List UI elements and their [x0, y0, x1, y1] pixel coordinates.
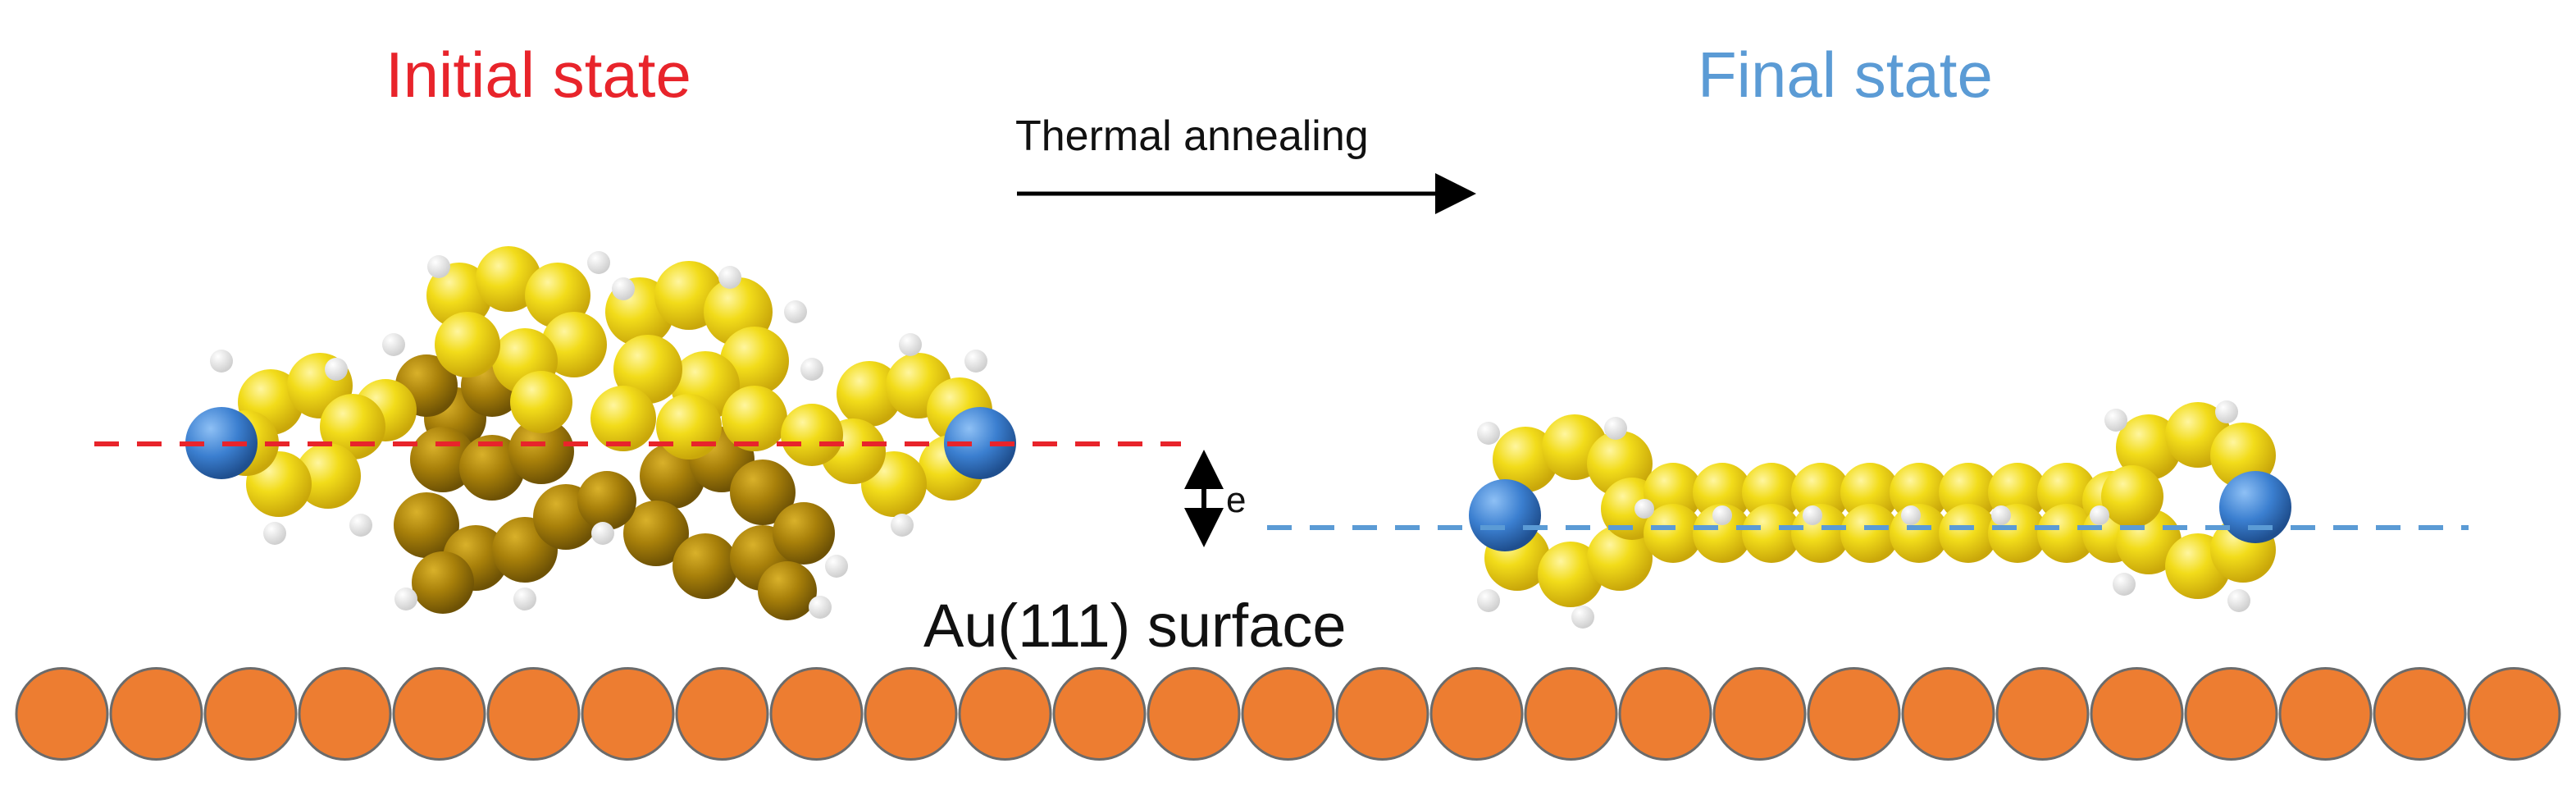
gold-atom: [1147, 667, 1241, 761]
gold-atom: [1052, 667, 1147, 761]
final-state-title: Final state: [1698, 39, 1993, 111]
final-molecule-nitrogen-atoms: [1469, 471, 2291, 551]
gold-atom: [2467, 667, 2561, 761]
initial-molecule-back-rings: [394, 354, 835, 620]
initial-molecule-hydrogen-atoms: [210, 251, 987, 619]
gold-atom: [958, 667, 1052, 761]
process-label: Thermal annealing: [1015, 112, 1369, 160]
gold-atom: [1524, 667, 1618, 761]
surface-label: Au(111) surface: [923, 592, 1347, 660]
final-molecule-backbone: [1644, 463, 2141, 563]
initial-state-title: Initial state: [385, 39, 691, 111]
gold-atom: [298, 667, 392, 761]
gold-atom: [581, 667, 675, 761]
gold-atom: [1712, 667, 1807, 761]
gold-atom: [675, 667, 769, 761]
gold-surface-row: [15, 667, 2561, 761]
gold-atom: [1807, 667, 1901, 761]
gold-atom: [2373, 667, 2467, 761]
final-molecule-hydrogen-atoms: [1477, 400, 2250, 629]
gold-atom: [203, 667, 298, 761]
final-molecule: [1469, 400, 2291, 629]
gold-atom: [2184, 667, 2278, 761]
initial-molecule: [185, 246, 1016, 620]
gold-atom: [1429, 667, 1524, 761]
gold-atom: [486, 667, 581, 761]
gold-atom: [15, 667, 109, 761]
gold-atom: [1901, 667, 1995, 761]
gold-atom: [1335, 667, 1429, 761]
initial-molecule-nitrogen-atoms: [185, 407, 1016, 479]
gold-atom: [769, 667, 864, 761]
gold-atom: [109, 667, 203, 761]
gold-atom: [2090, 667, 2184, 761]
gold-atom: [1995, 667, 2090, 761]
gold-atom: [864, 667, 958, 761]
gold-atom: [392, 667, 486, 761]
gold-atom: [1241, 667, 1335, 761]
gold-atom: [1618, 667, 1712, 761]
gold-atom: [2278, 667, 2373, 761]
initial-molecule-front-rings: [213, 246, 992, 517]
height-difference-label: e: [1226, 480, 1247, 520]
